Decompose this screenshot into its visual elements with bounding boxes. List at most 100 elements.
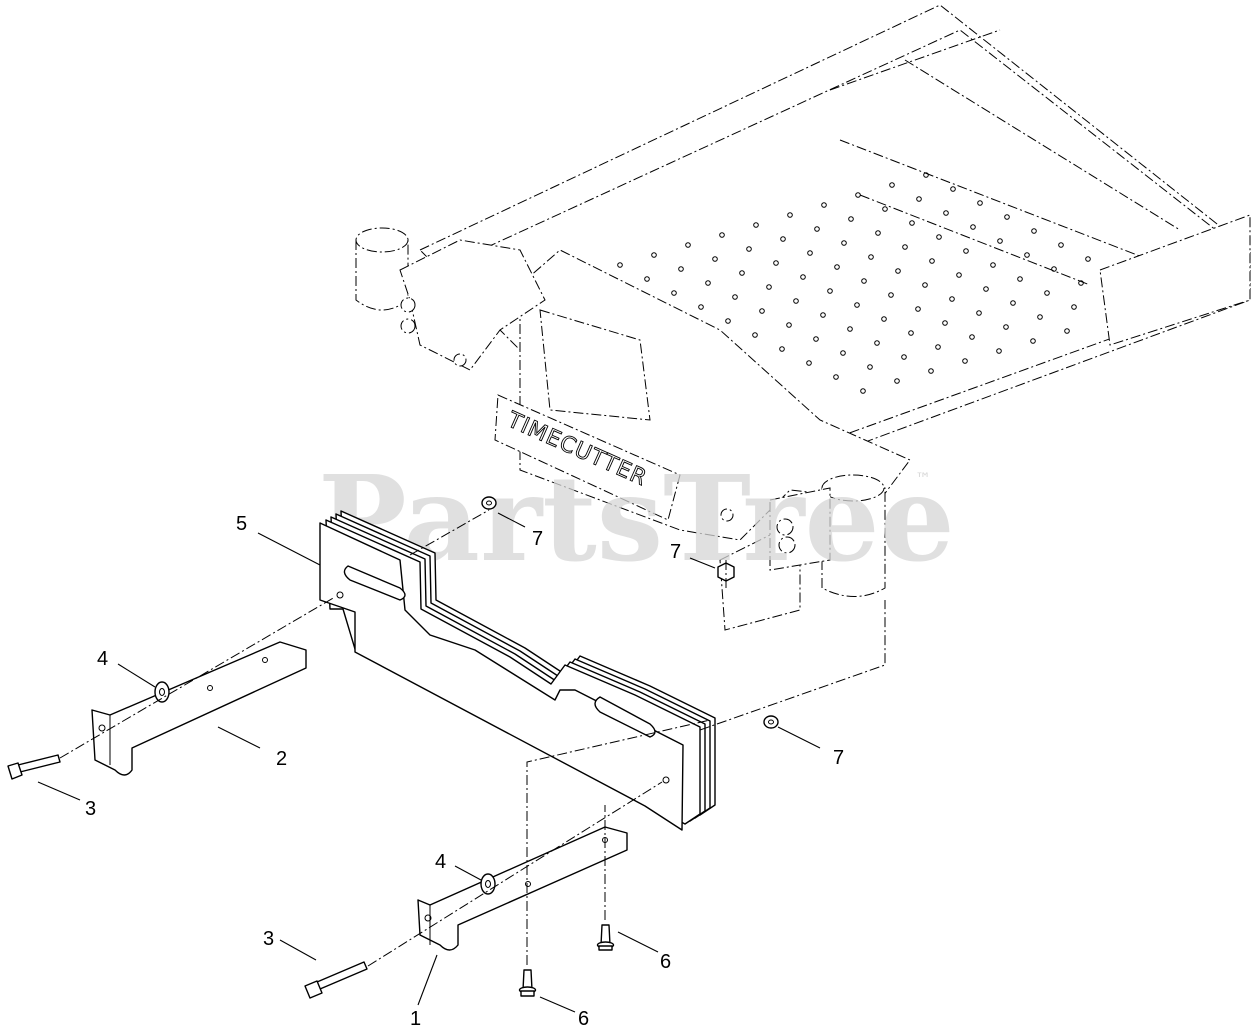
- callout-2: 2: [276, 748, 287, 770]
- deck-hole: [840, 350, 846, 356]
- deck-hole: [1051, 266, 1057, 272]
- callout-4: 4: [97, 648, 108, 670]
- deck-hole: [997, 238, 1003, 244]
- deck-hole: [929, 258, 935, 264]
- deck-hole: [746, 246, 752, 252]
- deck-hole: [1004, 214, 1010, 220]
- deck-hole: [752, 332, 758, 338]
- deck-hole: [759, 308, 765, 314]
- callout-7: 7: [833, 747, 844, 769]
- deck-hole: [698, 304, 704, 310]
- bolt-lower: [316, 961, 368, 990]
- deck-hole: [712, 256, 718, 262]
- nut-top: [481, 496, 497, 510]
- deck-hole: [1003, 324, 1009, 330]
- deck-holes: [617, 172, 1091, 394]
- upper-bracket: [91, 641, 307, 776]
- deck-hole: [834, 264, 840, 270]
- assembly-lines: [59, 509, 886, 967]
- callout-5: 5: [236, 513, 247, 535]
- deck-hole: [1030, 338, 1036, 344]
- weight-plate-front: [319, 522, 684, 831]
- weight-hole-left: [336, 591, 344, 599]
- deck-hole: [881, 316, 887, 322]
- hardware: [7, 496, 779, 999]
- washer-lower: [480, 873, 496, 895]
- deck-hole: [678, 266, 684, 272]
- deck-hole: [1017, 276, 1023, 282]
- callout-6: 6: [660, 951, 671, 973]
- deck-hole: [1024, 252, 1030, 258]
- deck-hole: [651, 252, 657, 258]
- deck-hole: [821, 202, 827, 208]
- bolt-upper: [17, 754, 61, 773]
- deck-hole: [936, 234, 942, 240]
- deck-hole: [671, 290, 677, 296]
- deck-hole: [935, 344, 941, 350]
- weight-slot-left: [343, 565, 406, 601]
- deck-hole: [827, 288, 833, 294]
- deck-hole: [990, 262, 996, 268]
- deck-hole: [855, 192, 861, 198]
- deck-hole: [766, 284, 772, 290]
- deck-hole: [800, 274, 806, 280]
- deck-hole: [867, 364, 873, 370]
- deck-hole: [882, 206, 888, 212]
- deck-hole: [806, 360, 812, 366]
- deck-hole: [793, 298, 799, 304]
- deck-hole: [780, 236, 786, 242]
- lower-bracket: [417, 826, 628, 951]
- deck-hole: [928, 368, 934, 374]
- deck-hole: [813, 336, 819, 342]
- weight-hole-right: [662, 776, 670, 784]
- deck-hole: [970, 224, 976, 230]
- deck-hole: [847, 326, 853, 332]
- deck-hole: [901, 354, 907, 360]
- deck-hole: [874, 340, 880, 346]
- deck-hole: [848, 216, 854, 222]
- deck-hole: [1078, 280, 1084, 286]
- callout-6: 6: [578, 1008, 589, 1030]
- callout-3: 3: [85, 798, 96, 820]
- deck-hole: [956, 272, 962, 278]
- watermark-trademark: ™: [915, 469, 931, 488]
- deck-hole: [916, 196, 922, 202]
- deck-hole: [976, 310, 982, 316]
- deck-hole: [786, 322, 792, 328]
- deck-hole: [922, 282, 928, 288]
- deck-hole: [889, 182, 895, 188]
- deck-hole: [983, 286, 989, 292]
- weight-slot-right: [594, 696, 656, 738]
- deck-hole: [875, 230, 881, 236]
- deck-hole: [841, 240, 847, 246]
- deck-hole: [888, 292, 894, 298]
- deck-hole: [943, 210, 949, 216]
- callout-7: 7: [670, 541, 681, 563]
- deck-hole: [909, 220, 915, 226]
- deck-hole: [1064, 328, 1070, 334]
- deck-hole: [814, 226, 820, 232]
- deck-hole: [908, 330, 914, 336]
- callout-3: 3: [263, 928, 274, 950]
- deck-hole: [1044, 290, 1050, 296]
- deck-hole: [833, 374, 839, 380]
- deck-hole: [732, 294, 738, 300]
- deck-hole: [725, 318, 731, 324]
- deck-hole: [942, 320, 948, 326]
- deck-hole: [962, 358, 968, 364]
- callout-7: 7: [532, 528, 543, 550]
- deck-hole: [719, 232, 725, 238]
- deck-hole: [773, 260, 779, 266]
- deck-hole: [820, 312, 826, 318]
- deck-hole: [1010, 300, 1016, 306]
- deck-hole: [1058, 242, 1064, 248]
- deck-hole: [854, 302, 860, 308]
- deck-hole: [923, 172, 929, 178]
- deck-hole: [969, 334, 975, 340]
- deck-hole: [685, 242, 691, 248]
- deck-hole: [861, 278, 867, 284]
- deck-hole: [949, 296, 955, 302]
- deck-hole: [644, 276, 650, 282]
- deck-hole: [1085, 256, 1091, 262]
